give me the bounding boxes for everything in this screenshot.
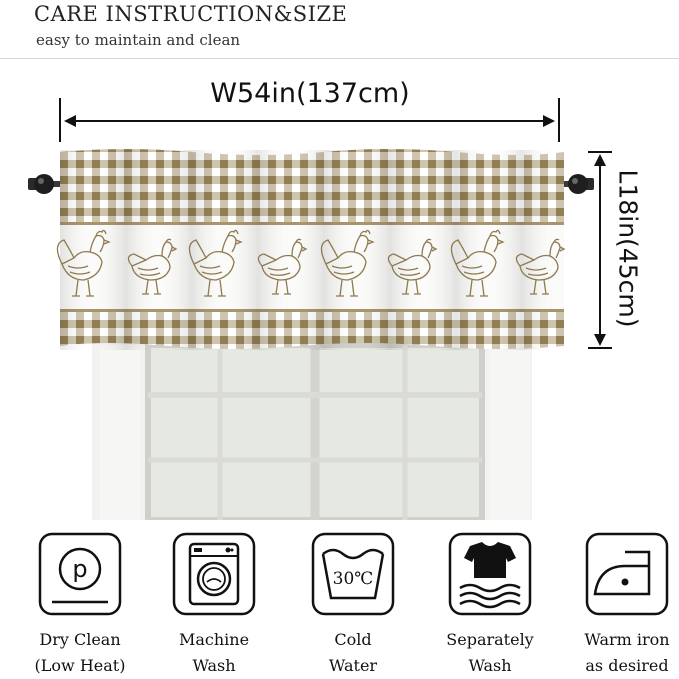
valance-curtain	[60, 149, 564, 350]
rooster-sketch	[56, 229, 111, 297]
hen-sketch	[387, 238, 438, 295]
care-caption-warm-iron: Warm iron as desired	[562, 627, 679, 679]
hen-sketch	[257, 238, 308, 295]
page-subtitle: easy to maintain and clean	[36, 31, 241, 49]
care-caption-line: (Low Heat)	[34, 656, 126, 675]
care-caption-dry-clean: Dry Clean (Low Heat)	[15, 627, 145, 679]
page-title: CARE INSTRUCTION&SIZE	[34, 2, 348, 26]
care-caption-line: Water	[328, 656, 378, 675]
svg-text:p: p	[72, 555, 87, 583]
care-caption-line: as desired	[585, 656, 669, 675]
window-frame	[92, 330, 532, 520]
wash-30c-icon: 30℃	[311, 532, 395, 616]
washing-machine-icon	[172, 532, 256, 616]
care-caption-separately-wash: Separately Wash	[425, 627, 555, 679]
hen-sketch	[515, 238, 566, 295]
care-caption-line: Cold	[334, 630, 372, 649]
rooster-sketch	[450, 229, 505, 297]
care-caption-line: Warm iron	[584, 630, 670, 649]
header-divider	[0, 58, 679, 59]
care-caption-line: Wash	[192, 656, 236, 675]
rooster-illustrations	[56, 229, 566, 297]
care-caption-cold-water: Cold Water	[288, 627, 418, 679]
width-dimension-line	[59, 98, 560, 142]
rooster-sketch	[320, 229, 375, 297]
care-caption-line: Machine	[178, 630, 250, 649]
iron-icon	[585, 532, 669, 616]
hen-sketch	[127, 238, 178, 295]
care-caption-line: Separately	[446, 630, 534, 649]
product-scene	[28, 98, 612, 520]
dry-clean-p-icon: p	[38, 532, 122, 616]
width-label: W54in(137cm)	[210, 78, 410, 109]
care-caption-machine-wash: Machine Wash	[149, 627, 279, 679]
care-caption-line: Wash	[468, 656, 512, 675]
care-caption-line: Dry Clean	[39, 630, 121, 649]
wash-temperature-label: 30℃	[333, 569, 374, 589]
separate-wash-icon	[448, 532, 532, 616]
rooster-sketch	[188, 229, 243, 297]
length-dimension-line	[588, 151, 612, 349]
